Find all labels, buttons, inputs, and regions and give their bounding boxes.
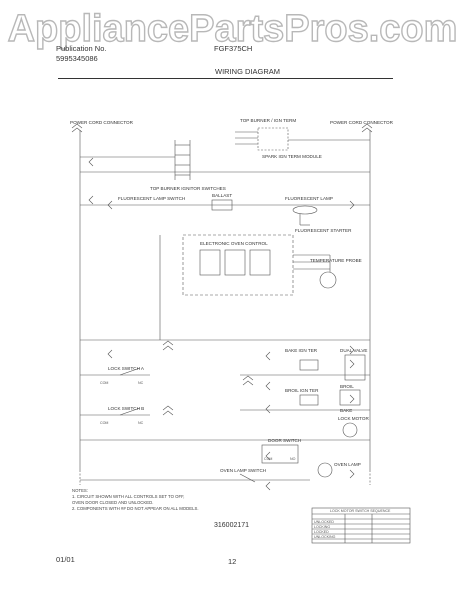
nc-label-b: NC <box>138 421 144 425</box>
drawing-number: 316002171 <box>214 522 250 529</box>
com-label-b: COM <box>100 421 108 425</box>
notes-line: 1. CIRCUIT SHOWN WITH ALL CONTROLS SET T… <box>72 494 185 499</box>
bake-label: BAKE <box>340 408 352 413</box>
model-number: FGF375CH <box>214 44 253 53</box>
diagram-title: WIRING DIAGRAM <box>215 67 280 76</box>
footer-page: 12 <box>228 557 237 566</box>
no-label-door: NO <box>290 457 296 461</box>
watermark-logo: AppliancePartsPros.com <box>7 7 458 50</box>
com-label-door: COM <box>264 457 272 461</box>
table-row-4: UNLOCKING <box>314 535 336 539</box>
notes-title: NOTES: <box>72 488 88 493</box>
spark-module-label: SPARK IGN TERM MODULE <box>262 154 322 159</box>
oven-lamp-label: OVEN LAMP <box>334 462 361 467</box>
fluorescent-lamp-label: FLUORESCENT LAMP <box>285 196 333 201</box>
nc-label-a: NC <box>138 381 144 385</box>
ballast-label: BALLAST <box>212 193 232 198</box>
electronic-oven-control-label: ELECTRONIC OVEN CONTROL <box>200 241 268 246</box>
notes-block: NOTES: 1. CIRCUIT SHOWN WITH ALL CONTROL… <box>72 488 302 512</box>
broil-ign-label: BROIL IGN TER <box>285 388 319 393</box>
bake-ign-label: BAKE IGN TER <box>285 348 318 353</box>
temperature-probe-label: TEMPERATURE PROBE <box>310 258 362 263</box>
table-title: LOCK MOTOR SWITCH SEQUENCE <box>330 509 391 513</box>
power-cord-left-label: POWER CORD CONNECTOR <box>70 120 134 125</box>
lock-switch-a-label: LOCK SWITCH A <box>108 366 145 371</box>
publication-number: 5995345086 <box>56 54 98 63</box>
top-burner-label: TOP BURNER / IGN TERM <box>240 118 296 123</box>
notes-line: 2. COMPONENTS WITH ## DO NOT APPEAR ON A… <box>72 506 199 511</box>
publication-label: Publication No. <box>56 44 107 53</box>
footer-date: 01/01 <box>56 555 75 564</box>
door-switch-label: DOOR SWITCH <box>268 438 301 443</box>
top-burner-switches-label: TOP BURNER IGNITOR SWITCHES <box>150 186 226 191</box>
power-cord-right-label: POWER CORD CONNECTOR <box>330 120 394 125</box>
lock-motor-label: LOCK MOTOR <box>338 416 369 421</box>
table-row-3: LOCKED <box>314 530 329 534</box>
fluorescent-starter-label: FLUORESCENT STARTER <box>295 228 352 233</box>
table-row-2: LOCKING <box>314 525 330 529</box>
oven-lamp-switch-label: OVEN LAMP SWITCH <box>220 468 266 473</box>
dual-valve-label: DUAL VALVE <box>340 348 368 353</box>
table-row-1: UNLOCKED <box>314 520 334 524</box>
header-rule <box>58 78 393 79</box>
fluorescent-switch-label: FLUORESCENT LAMP SWITCH <box>118 196 185 201</box>
notes-line: OVEN DOOR CLOSED AND UNLOCKED. <box>72 500 154 505</box>
com-label-a: COM <box>100 381 108 385</box>
lock-switch-b-label: LOCK SWITCH B <box>108 406 144 411</box>
broil-label: BROIL <box>340 384 354 389</box>
